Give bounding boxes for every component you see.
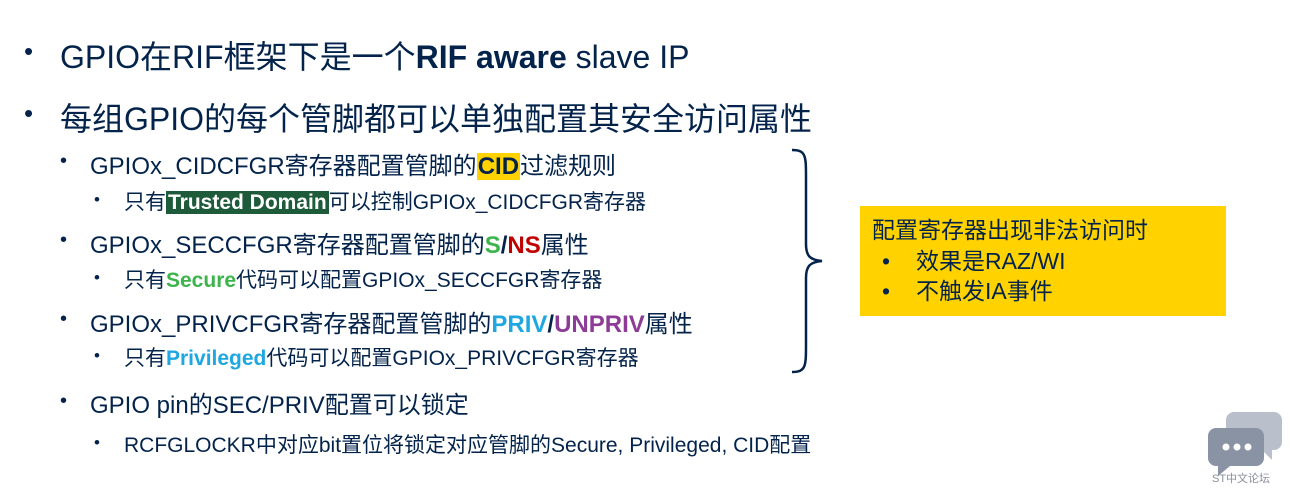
trusted-domain-highlight: Trusted Domain xyxy=(166,191,329,214)
text: 只有 xyxy=(124,269,166,292)
bullet-secure-code: 只有Secure代码可以配置GPIOx_SECCFGR寄存器 xyxy=(124,264,602,294)
text: GPIO在RIF框架下是一个 xyxy=(60,39,416,75)
bullet-gpio-rif-aware: GPIO在RIF框架下是一个RIF aware slave IP xyxy=(60,32,689,78)
bullet-marker: • xyxy=(94,268,100,287)
note-item-text: 效果是RAZ/WI xyxy=(916,248,1066,274)
bullet-marker: • xyxy=(60,229,68,251)
text: 代码可以配置GPIOx_PRIVCFGR寄存器 xyxy=(266,347,639,370)
bullet-rcfglockr: RCFGLOCKR中对应bit置位将锁定对应管脚的Secure, Privile… xyxy=(124,434,812,457)
text: 过滤规则 xyxy=(520,153,617,180)
text: 只有 xyxy=(124,347,166,370)
bullet-marker: • xyxy=(94,433,100,452)
illegal-access-note: 配置寄存器出现非法访问时 • 效果是RAZ/WI • 不触发IA事件 xyxy=(860,206,1226,316)
slash: / xyxy=(547,311,555,338)
curly-brace-icon xyxy=(791,148,823,374)
slash: / xyxy=(500,232,508,259)
text: GPIOx_PRIVCFGR寄存器配置管脚的 xyxy=(90,311,492,338)
note-item-text: 不触发IA事件 xyxy=(916,278,1053,304)
secure-label: Secure xyxy=(166,269,237,292)
rif-aware-bold: RIF aware xyxy=(415,39,567,75)
text: 属性 xyxy=(540,232,589,259)
note-item: • 不触发IA事件 xyxy=(872,276,1214,306)
bullet-pin-security: 每组GPIO的每个管脚都可以单独配置其安全访问属性 xyxy=(60,101,813,137)
text: slave IP xyxy=(566,39,690,75)
bullet-seccfgr: GPIOx_SECCFGR寄存器配置管脚的S/NS属性 xyxy=(90,225,589,260)
bullet-privileged-code: 只有Privileged代码可以配置GPIOx_PRIVCFGR寄存器 xyxy=(124,342,639,372)
bullet-privcfgr: GPIOx_PRIVCFGR寄存器配置管脚的PRIV/UNPRIV属性 xyxy=(90,304,693,339)
bullet-marker: • xyxy=(882,248,891,274)
bullet-marker: • xyxy=(60,150,68,172)
cid-highlight: CID xyxy=(476,153,521,180)
text: 可以控制GPIOx_CIDCFGR寄存器 xyxy=(328,191,647,214)
text: 属性 xyxy=(644,311,693,338)
chat-bubbles-icon xyxy=(1208,412,1282,476)
privileged-label: Privileged xyxy=(166,347,267,370)
logo-text: ST中文论坛 xyxy=(1212,473,1271,485)
text: GPIOx_SECCFGR寄存器配置管脚的 xyxy=(90,232,485,259)
bullet-marker: • xyxy=(24,36,34,66)
bullet-marker: • xyxy=(60,308,68,330)
note-item: • 效果是RAZ/WI xyxy=(872,246,1214,276)
bullet-marker: • xyxy=(94,190,100,209)
text: 只有 xyxy=(124,191,166,214)
bullet-trusted-domain: 只有Trusted Domain可以控制GPIOx_CIDCFGR寄存器 xyxy=(124,186,646,216)
text: 代码可以配置GPIOx_SECCFGR寄存器 xyxy=(236,269,603,292)
bullet-marker: • xyxy=(882,278,891,304)
bullet-marker: • xyxy=(94,346,100,365)
nonsecure-ns: NS xyxy=(507,232,541,259)
note-title: 配置寄存器出现非法访问时 xyxy=(872,217,1148,243)
secure-s: S xyxy=(484,232,501,259)
bullet-marker: • xyxy=(60,390,68,412)
text: GPIOx_CIDCFGR寄存器配置管脚的 xyxy=(90,153,477,180)
bullet-cidcfgr: GPIOx_CIDCFGR寄存器配置管脚的CID过滤规则 xyxy=(90,146,616,181)
bullet-marker: • xyxy=(24,98,34,128)
unpriv-label: UNPRIV xyxy=(554,311,645,338)
priv-label: PRIV xyxy=(491,311,548,338)
bullet-pin-lock: GPIO pin的SEC/PRIV配置可以锁定 xyxy=(90,392,469,419)
